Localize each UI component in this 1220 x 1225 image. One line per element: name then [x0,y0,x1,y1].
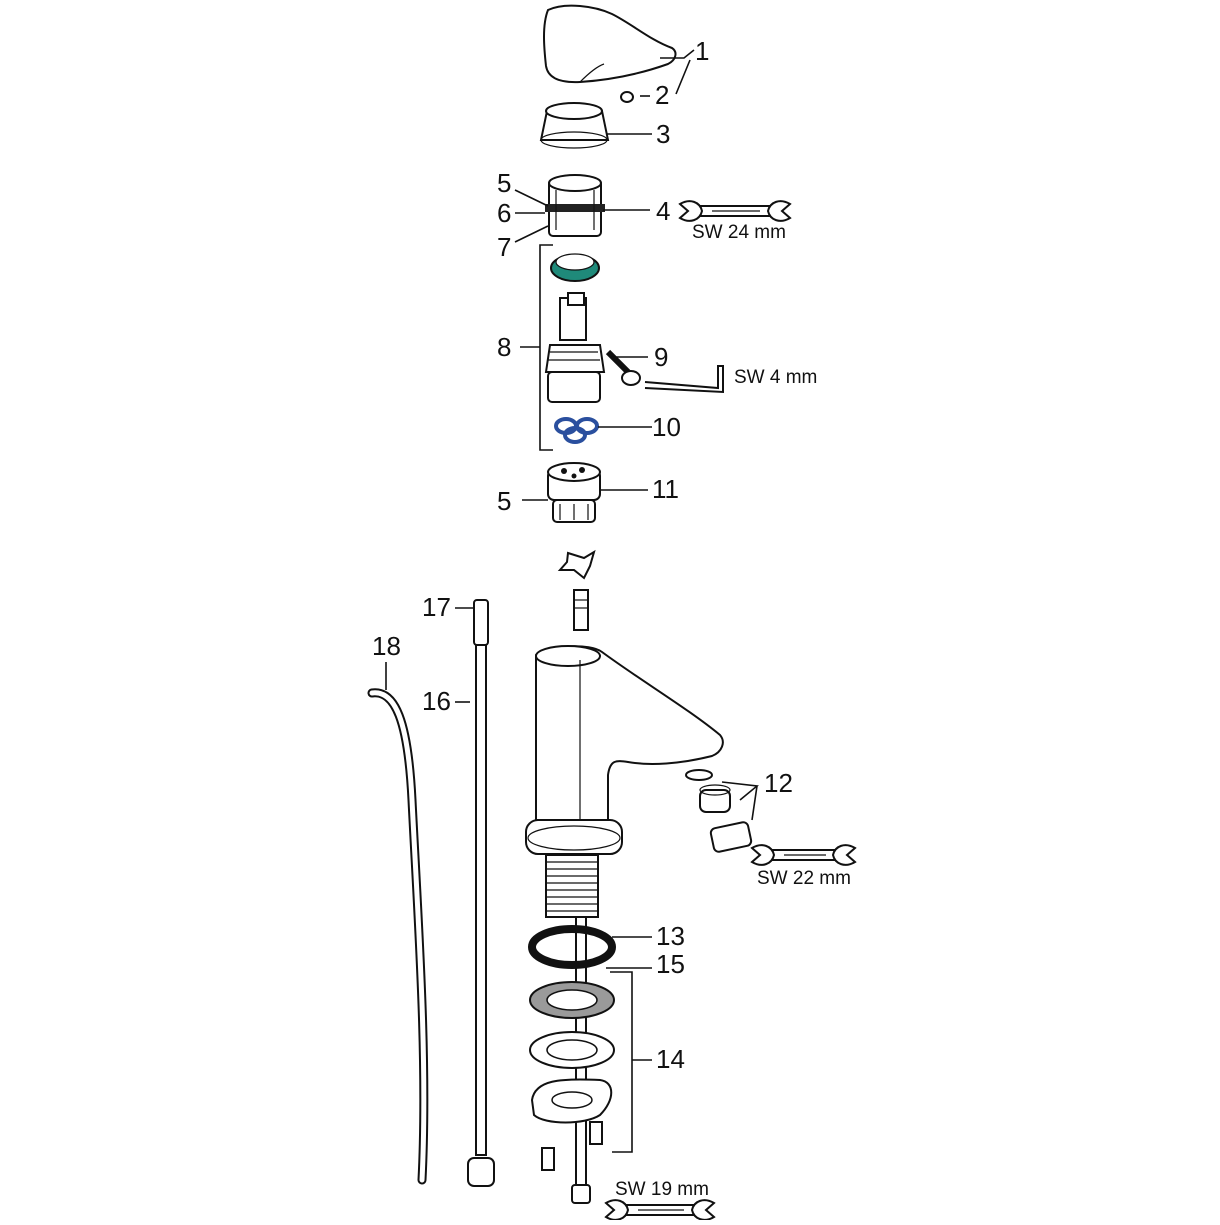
tool-labels: SW 24 mm SW 4 mm SW 22 mm SW 19 mm [615,222,851,1200]
part-8-cartridge [544,292,606,403]
part-18-tube [367,688,429,1185]
part-14-fixing-set [529,1031,615,1171]
allen-key-4mm [644,365,724,394]
body-supply-connector [573,589,589,631]
callout-7: 7 [497,232,511,262]
callout-17: 17 [422,592,451,622]
wrench-22mm-icon [750,844,857,866]
callout-labels: 1 2 3 4 5 6 7 8 9 10 5 11 12 13 14 15 16… [372,36,793,1074]
callout-14: 14 [656,1044,685,1074]
callout-8: 8 [497,332,511,362]
callout-11: 11 [652,474,679,504]
part-11-valve-body [547,462,601,523]
callout-1: 1 [695,36,709,66]
tool-label-sw19: SW 19 mm [615,1179,709,1200]
basin-mixer-body [525,645,724,918]
callout-15: 15 [656,949,685,979]
part-2-grub-screw [620,91,634,103]
leader-lines [385,49,759,1153]
part-3-cover-cap [539,102,610,149]
callout-5-top: 5 [497,168,511,198]
callout-18: 18 [372,631,401,661]
part-16-hose [467,599,495,1187]
callout-6: 6 [497,198,511,228]
callout-12: 12 [764,768,793,798]
wrench-19mm-icon [604,1199,716,1221]
callout-2: 2 [655,80,669,110]
callout-5-bottom: 5 [497,486,511,516]
callout-16: 16 [422,686,451,716]
callout-4: 4 [656,196,670,226]
part-4-threaded-nut [545,174,605,237]
wrench-24mm-icon [678,200,792,222]
part-13-gasket [528,925,616,969]
part-9-screw [605,349,641,386]
callout-3: 3 [656,119,670,149]
green-cartridge-ring [550,253,600,282]
callout-13: 13 [656,921,685,951]
tool-label-sw4: SW 4 mm [734,367,817,388]
callout-9: 9 [654,342,668,372]
tool-label-sw24: SW 24 mm [692,222,786,243]
tool-label-sw22: SW 22 mm [757,868,851,889]
part-15-washer [529,981,615,1019]
part-1-lever-handle [543,4,677,84]
part-12-aerator [685,769,753,853]
flow-star-part [557,549,596,580]
callout-10: 10 [652,412,681,442]
part-10-orings [554,417,599,444]
